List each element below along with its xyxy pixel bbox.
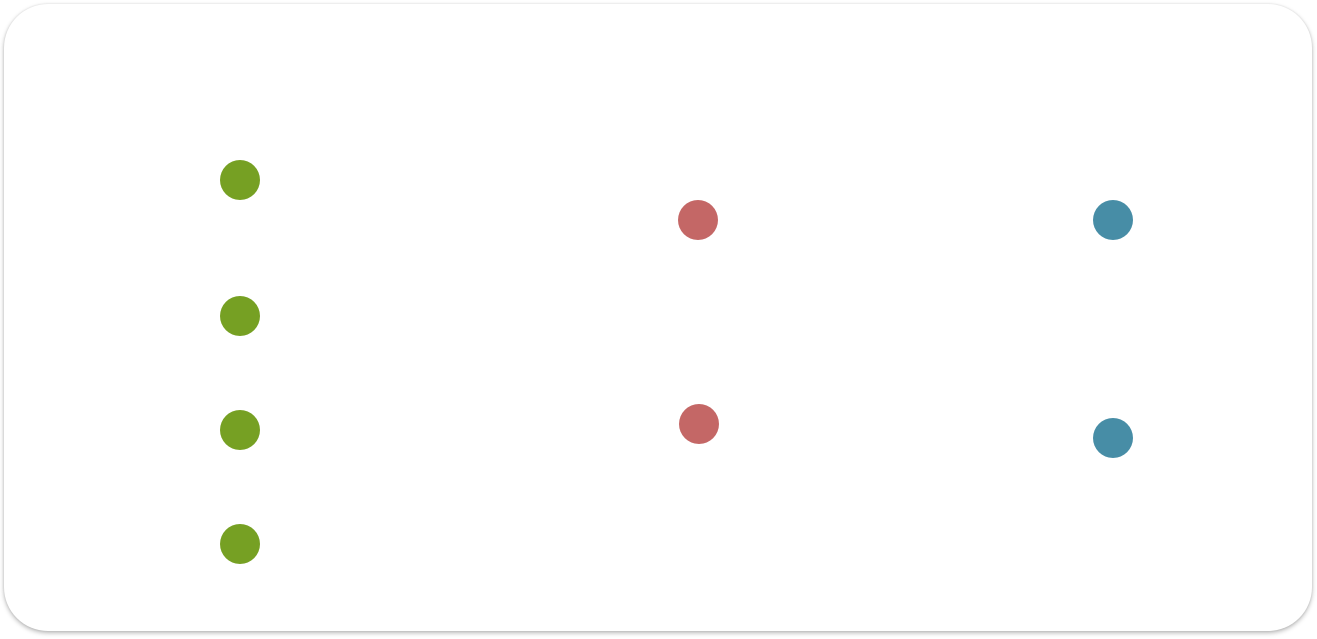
node-blue-2: [1093, 418, 1133, 458]
node-green-2: [220, 296, 260, 336]
node-blue-1: [1093, 200, 1133, 240]
node-red-2: [679, 404, 719, 444]
node-green-4: [220, 524, 260, 564]
diagram-canvas: [4, 4, 1312, 631]
node-red-1: [678, 200, 718, 240]
node-green-1: [220, 160, 260, 200]
node-green-3: [220, 410, 260, 450]
